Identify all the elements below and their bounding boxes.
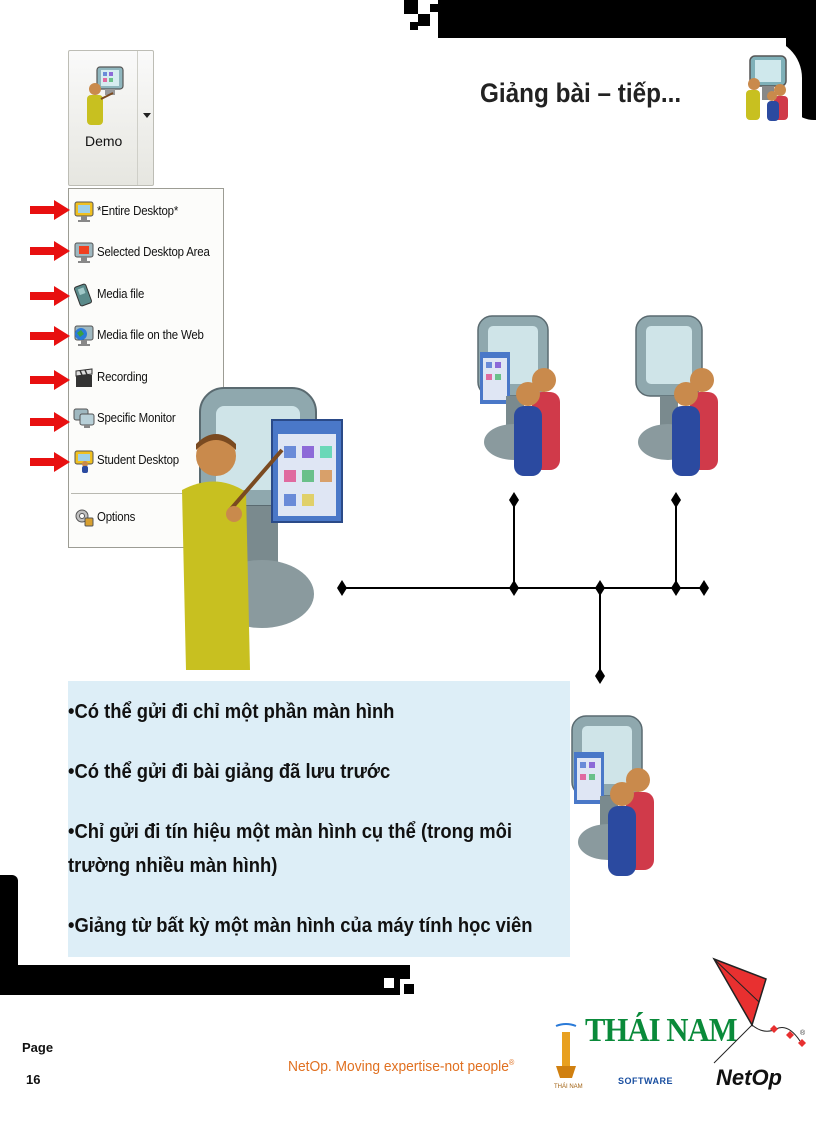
menu-item-options[interactable]: Options [69, 503, 223, 533]
network-diagram [337, 492, 709, 684]
netop-logo: NetOp [716, 1065, 782, 1090]
web-globe-icon [74, 325, 94, 346]
tagline-text: NetOp. Moving expertise-not people [288, 1058, 509, 1075]
menu-item-label: Options [97, 509, 136, 524]
selected-area-icon [74, 242, 94, 263]
demo-button[interactable]: Demo [68, 50, 154, 186]
pixel-decoration [430, 4, 438, 12]
pixel-decoration [410, 22, 418, 30]
thai-nam-logo: THÁI NAM [585, 1012, 738, 1049]
menu-item-label: *Entire Desktop* [97, 203, 179, 218]
pixel-decoration [404, 984, 414, 994]
menu-item-label: Selected Desktop Area [97, 244, 210, 259]
chevron-down-icon[interactable] [143, 113, 151, 118]
teacher-monitor-illustration [182, 387, 343, 670]
clapperboard-icon [75, 368, 93, 387]
menu-separator [71, 493, 221, 494]
tagline-registered-mark: ® [508, 1058, 515, 1067]
red-arrow-icon [30, 370, 70, 390]
student-computer-icon [635, 315, 718, 476]
menu-item-entire-desktop[interactable]: *Entire Desktop* [69, 197, 223, 227]
menu-item-label: Student Desktop [97, 452, 179, 467]
thai-nam-small-label: THÁI NAM [554, 1084, 583, 1090]
teacher-students-icon [746, 55, 788, 121]
netop-tagline: NetOp. Moving expertise-not people® [288, 1058, 514, 1075]
demo-split-divider [137, 51, 138, 185]
demo-button-label: Demo [85, 133, 123, 149]
menu-item-student-desktop[interactable]: Student Desktop [69, 446, 223, 476]
netop-registered-mark: ® [800, 1030, 806, 1037]
media-file-icon [74, 283, 92, 307]
frame-top-bar [438, 0, 816, 38]
red-arrow-icon [30, 286, 70, 306]
frame-bottom-corner [0, 875, 18, 975]
bullet-item: •Giảng từ bất kỳ một màn hình của máy tí… [68, 915, 533, 937]
slide-title: Giảng bài – tiếp... [480, 78, 682, 108]
red-arrow-icon [30, 241, 70, 261]
menu-item-label: Specific Monitor [97, 410, 176, 425]
menu-item-recording[interactable]: Recording [69, 363, 223, 393]
menu-item-specific-monitor[interactable]: Specific Monitor [69, 404, 223, 434]
bullet-item: •Chỉ gửi đi tín hiệu một màn hình cụ thể… [68, 821, 512, 877]
red-arrow-icon [30, 326, 70, 346]
menu-item-media-file-web[interactable]: Media file on the Web [69, 321, 223, 351]
pixel-decoration [418, 14, 430, 26]
thai-nam-torch-icon [555, 1023, 577, 1078]
menu-item-label: Recording [97, 369, 148, 384]
bullet-list-panel: •Có thể gửi đi chỉ một phần màn hình •Có… [68, 681, 570, 957]
page-label: Page [22, 1040, 54, 1055]
red-arrow-icon [30, 412, 70, 432]
bullet-item: •Có thể gửi đi bài giảng đã lưu trước [68, 761, 391, 783]
bullet-item: •Có thể gửi đi chỉ một phần màn hình [68, 701, 395, 723]
frame-bottom-bar [0, 965, 400, 995]
menu-item-label: Media file [97, 286, 145, 301]
menu-item-media-file[interactable]: Media file [69, 280, 223, 310]
thai-nam-software-label: SOFTWARE [618, 1076, 673, 1086]
demo-teacher-icon [87, 66, 124, 125]
student-computer-icon [477, 315, 560, 476]
netop-kite-icon [712, 957, 806, 1064]
student-desktop-icon [74, 450, 94, 473]
desktop-monitor-icon [74, 201, 94, 222]
pixel-decoration [396, 965, 410, 979]
monitor-icon [73, 408, 95, 428]
menu-item-selected-desktop-area[interactable]: Selected Desktop Area [69, 238, 223, 268]
red-arrow-icon [30, 200, 70, 220]
pixel-decoration [384, 978, 394, 988]
red-arrow-icon [30, 452, 70, 472]
options-gear-icon [75, 509, 94, 527]
page-number: 16 [26, 1072, 41, 1087]
student-computer-icon [571, 715, 654, 876]
pixel-decoration [404, 0, 418, 14]
menu-item-label: Media file on the Web [97, 327, 204, 342]
